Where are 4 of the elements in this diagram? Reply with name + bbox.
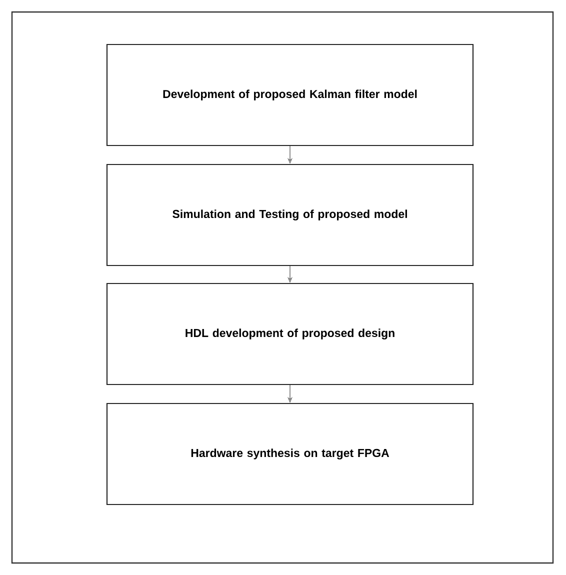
- process-box: Hardware synthesis on target FPGA: [106, 402, 474, 506]
- process-box: Simulation and Testing of proposed model: [106, 164, 474, 266]
- process-box: Development of proposed Kalman filter model: [106, 44, 474, 146]
- process-box: HDL development of proposed design: [106, 282, 474, 386]
